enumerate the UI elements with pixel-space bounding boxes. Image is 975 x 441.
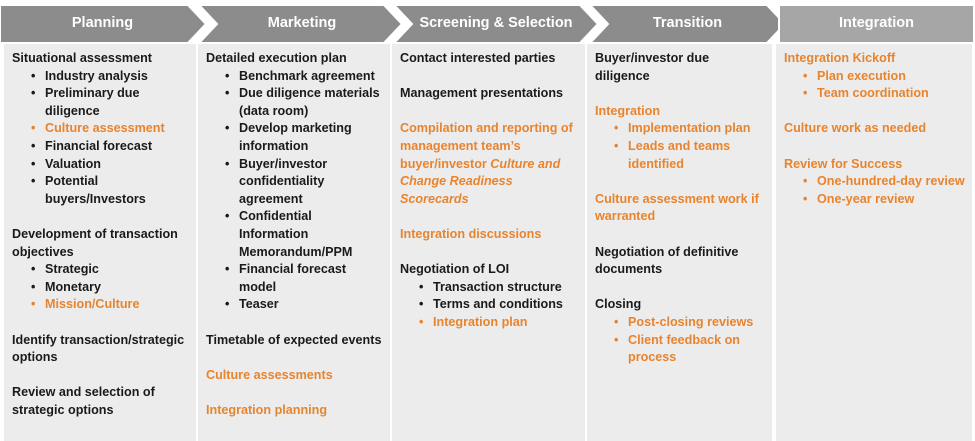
identify-options: Identify transaction/strategic options [12, 332, 185, 365]
list-item: Culture assessment [12, 120, 190, 138]
list-item: Transaction structure [400, 279, 579, 297]
review-for-success: Review for Success [784, 156, 903, 171]
list-item: Develop marketing information [206, 120, 384, 155]
transition-header: Transition [652, 15, 723, 31]
negotiation-loi: Negotiation of LOI [400, 262, 510, 277]
loi-list: Transaction structure Terms and conditio… [400, 279, 579, 332]
integration-kickoff: Integration Kickoff [784, 51, 896, 65]
buyer-due-diligence: Buyer/investor due diligence [595, 51, 710, 83]
transition-integration: Integration [595, 103, 661, 118]
closing-list: Post-closing reviews Client feedback on … [595, 314, 766, 367]
culture-assessment-work: Culture assessment work if warranted [595, 191, 759, 224]
list-item: Integration plan [400, 314, 579, 332]
list-item: Financial forecast [12, 138, 190, 156]
list-item: Confidential Information Memorandum/PPM [206, 208, 384, 261]
screening-arrow [391, 4, 600, 44]
timetable: Timetable of expected events [206, 332, 382, 347]
development-objectives: Development of transaction objectives [12, 226, 178, 259]
transition-column: Buyer/investor due diligence Integration… [587, 44, 772, 441]
execution-plan-list: Benchmark agreement Due diligence materi… [206, 68, 384, 314]
list-item: Financial forecast model [206, 261, 384, 296]
list-item: Terms and conditions [400, 296, 579, 314]
screening-header: Screening & Selection [419, 15, 573, 31]
management-presentations: Management presentations [400, 86, 564, 101]
list-item: Team coordination [784, 85, 966, 103]
scorecards-text: Culture and Change Readiness Scorecards [400, 156, 561, 206]
list-item: One-hundred-day review [784, 173, 966, 191]
list-item: Monetary [12, 279, 190, 297]
planning-column: Situational assessment Industry analysis… [4, 44, 196, 441]
integration-header-box [778, 4, 975, 44]
transition-arrow [587, 4, 787, 44]
screening-column: Contact interested parties Management pr… [392, 44, 585, 441]
list-item: Valuation [12, 156, 190, 174]
list-item: Buyer/investor confidentiality agreement [206, 156, 384, 209]
planning-arrow [0, 4, 208, 44]
closing: Closing [595, 297, 642, 312]
contact-parties: Contact interested parties [400, 51, 556, 65]
negotiation-definitive: Negotiation of definitive documents [595, 244, 739, 277]
integration-planning: Integration planning [206, 402, 328, 417]
list-item: Preliminary due diligence [12, 85, 190, 120]
kickoff-list: Plan execution Team coordination [784, 68, 966, 103]
list-item: Mission/Culture [12, 296, 190, 314]
compilation-text: Compilation and reporting of management … [400, 121, 573, 171]
list-item: Potential buyers/Investors [12, 173, 190, 208]
list-item: Due diligence materials (data room) [206, 85, 384, 120]
integration-column: Integration Kickoff Plan execution Team … [776, 44, 972, 441]
list-item: Benchmark agreement [206, 68, 384, 86]
list-item: Industry analysis [12, 68, 190, 86]
list-item: One-year review [784, 191, 966, 209]
compilation-reporting: Compilation and reporting of management … [400, 120, 579, 208]
list-item: Implementation plan [595, 120, 766, 138]
integration-header: Integration [839, 15, 914, 31]
execution-plan: Detailed execution plan [206, 51, 347, 65]
objectives-list: Strategic Monetary Mission/Culture [12, 261, 190, 314]
review-options: Review and selection of strategic option… [12, 385, 155, 417]
marketing-header: Marketing [267, 15, 337, 31]
list-item: Plan execution [784, 68, 966, 86]
list-item: Post-closing reviews [595, 314, 766, 332]
list-item: Client feedback on process [595, 332, 766, 367]
list-item: Teaser [206, 296, 384, 314]
planning-header: Planning [71, 15, 134, 31]
list-item: Leads and teams identified [595, 138, 766, 173]
situational-assessment: Situational assessment [12, 51, 152, 65]
review-list: One-hundred-day review One-year review [784, 173, 966, 208]
integration-discussions: Integration discussions [400, 226, 542, 241]
list-item: Strategic [12, 261, 190, 279]
culture-assessments: Culture assessments [206, 367, 333, 382]
culture-work: Culture work as needed [784, 121, 927, 136]
situational-list: Industry analysis Preliminary due dilige… [12, 68, 190, 209]
marketing-column: Detailed execution plan Benchmark agreem… [198, 44, 390, 441]
phase-arrows [0, 4, 975, 44]
marketing-arrow [196, 4, 404, 44]
transition-integration-list: Implementation plan Leads and teams iden… [595, 120, 766, 173]
